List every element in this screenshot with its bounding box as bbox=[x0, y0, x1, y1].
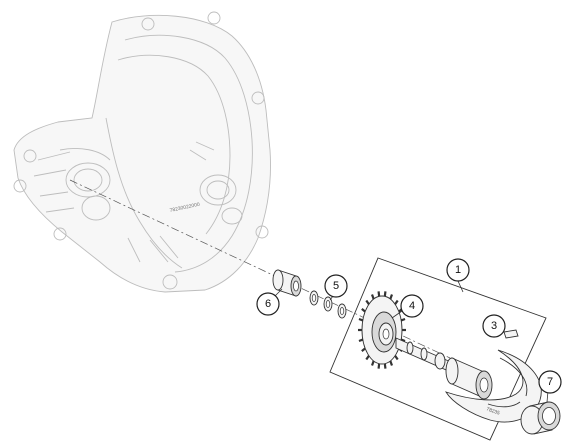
shaft-seal-part bbox=[520, 401, 561, 435]
callout-3-label: 3 bbox=[491, 320, 497, 332]
gear-tooth bbox=[370, 294, 375, 300]
gear-tooth bbox=[377, 291, 381, 297]
gear-tooth bbox=[389, 360, 394, 366]
kit-outline-box bbox=[329, 257, 547, 441]
clutch-cover-housing: 78230022000 bbox=[13, 11, 271, 293]
pump-shaft bbox=[395, 337, 493, 400]
gear-tooth bbox=[377, 363, 381, 369]
callout-1-label: 1 bbox=[455, 264, 461, 276]
callout-7-label: 7 bbox=[547, 376, 553, 388]
gear-tooth bbox=[370, 360, 375, 366]
pin-part bbox=[503, 329, 519, 339]
gear-tooth bbox=[365, 355, 370, 361]
gear-tooth bbox=[365, 299, 370, 305]
callout-1: 1 bbox=[446, 258, 470, 282]
gear-tooth bbox=[394, 355, 399, 361]
gear-tooth bbox=[389, 294, 394, 300]
gear-tooth bbox=[358, 317, 364, 322]
gear-tooth bbox=[358, 338, 364, 343]
gear-tooth bbox=[361, 347, 366, 352]
shim-washers bbox=[309, 290, 347, 319]
callout-3: 3 bbox=[482, 314, 506, 338]
gear-tooth bbox=[400, 317, 406, 322]
callout-6: 6 bbox=[256, 292, 280, 316]
svg-text:78235: 78235 bbox=[485, 406, 500, 416]
callout-4-label: 4 bbox=[409, 300, 415, 312]
callout-4: 4 bbox=[400, 294, 424, 318]
gear-tooth bbox=[383, 291, 387, 297]
callout-7: 7 bbox=[538, 370, 562, 394]
gear-tooth bbox=[361, 308, 366, 313]
gear-tooth bbox=[394, 299, 399, 305]
callout-5: 5 bbox=[324, 274, 348, 298]
gear-tooth bbox=[383, 363, 387, 369]
gear-tooth bbox=[400, 338, 406, 343]
assembly-axis bbox=[69, 179, 451, 359]
gear-part bbox=[358, 291, 406, 369]
callout-5-label: 5 bbox=[333, 280, 339, 292]
bushing-part bbox=[272, 269, 302, 297]
callout-6-label: 6 bbox=[265, 298, 271, 310]
impeller-part: 78235 bbox=[444, 349, 542, 423]
